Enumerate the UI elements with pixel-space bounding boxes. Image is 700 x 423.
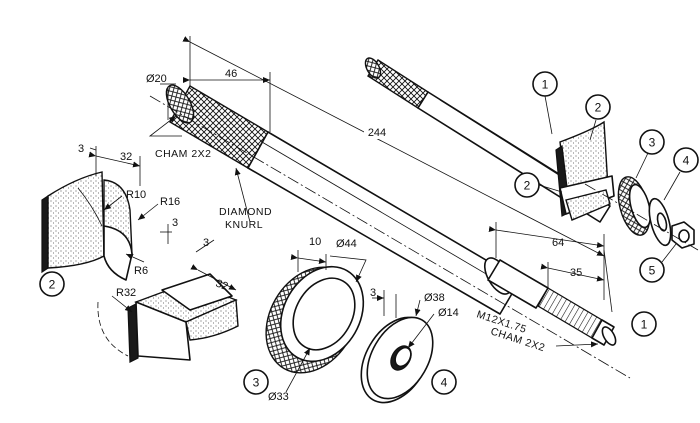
dim-244: 244 [368, 127, 386, 139]
balloon-part-1-label: 1 [641, 318, 648, 332]
dim-r16: R16 [160, 196, 180, 208]
note-cham-top: CHAM 2X2 [155, 148, 212, 160]
dim-d44: Ø44 [336, 238, 357, 250]
balloon-4 [673, 147, 699, 173]
note-knurl: KNURL [225, 219, 263, 231]
assembly-washer [648, 197, 672, 247]
dim-3-top: 3 [78, 143, 84, 155]
washer-dimensions: 3 Ø38 Ø14 [370, 287, 459, 349]
balloon-part-3 [243, 369, 269, 395]
balloon-2b-label: 2 [524, 179, 531, 193]
dim-d33: Ø33 [268, 391, 289, 403]
dim-32-lower: 32 [214, 278, 230, 293]
balloon-5 [639, 257, 665, 283]
assembly-knurled-nut [617, 176, 652, 236]
assembly-bracket [555, 120, 615, 221]
dim-d20: Ø20 [146, 73, 167, 85]
balloon-part-4-label: 4 [441, 376, 448, 390]
balloon-part-2-label: 2 [49, 278, 56, 292]
balloon-1-label: 1 [542, 78, 549, 92]
dim-3-lower: 3 [203, 237, 209, 249]
dim-d14: Ø14 [438, 307, 459, 319]
dim-3-washer: 3 [370, 287, 376, 299]
bracket-dimensions: 32 3 R10 R16 3 R6 R32 3 32 [78, 143, 237, 357]
dim-32-top: 32 [120, 151, 132, 163]
assembly-hex-nut [671, 221, 695, 249]
knurled-nut-part [265, 265, 365, 374]
balloon-part-1 [631, 311, 657, 337]
dim-64: 64 [552, 237, 564, 249]
nut-dimensions: 10 Ø44 Ø33 [268, 236, 367, 403]
dim-r10: R10 [126, 189, 146, 201]
balloon-4-label: 4 [683, 154, 690, 168]
balloon-part-2 [39, 271, 65, 297]
dim-r6: R6 [134, 265, 148, 277]
balloon-3-label: 3 [649, 136, 656, 150]
dim-3-right: 3 [172, 217, 178, 229]
balloon-part-3-label: 3 [253, 376, 260, 390]
dim-46: 46 [225, 68, 237, 80]
washer-part [360, 316, 434, 404]
dim-d38: Ø38 [424, 292, 445, 304]
balloon-2-label: 2 [595, 101, 602, 115]
dim-r32: R32 [116, 287, 136, 299]
dim-10: 10 [309, 236, 321, 248]
balloon-5-label: 5 [649, 264, 656, 278]
dim-35: 35 [570, 267, 582, 279]
balloon-part-4 [431, 369, 457, 395]
note-diamond: DIAMOND [219, 206, 272, 218]
balloon-3 [639, 129, 665, 155]
shaft-dimensions: 244 46 Ø20 64 35 [146, 36, 613, 313]
